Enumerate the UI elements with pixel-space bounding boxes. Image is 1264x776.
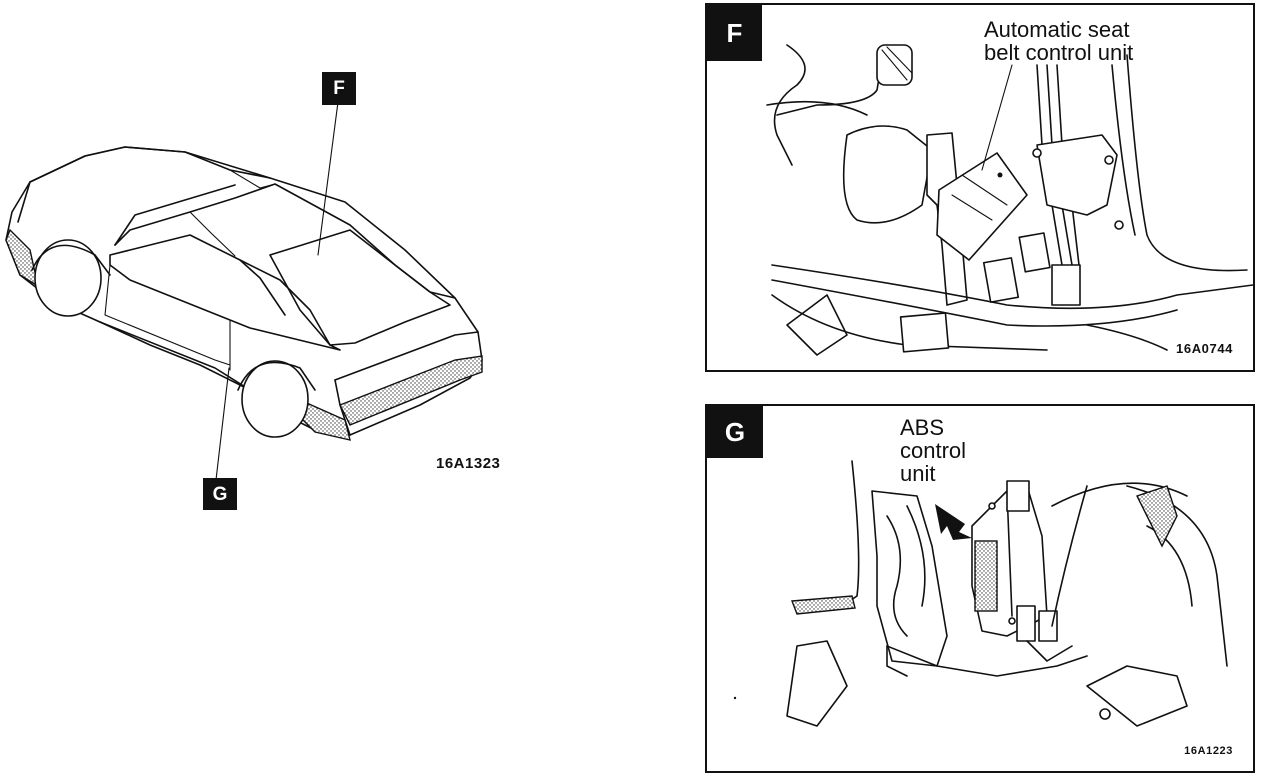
detail-panel-f: F Automatic seat belt control unit 16A07… (705, 3, 1255, 372)
figure-code: 16A1323 (436, 455, 501, 472)
panel-tag-g: G (707, 406, 763, 458)
callout-line: Automatic seat (984, 17, 1130, 42)
seat-belt-unit-label: Automatic seat belt control unit (984, 18, 1133, 64)
callout-tag-g: G (203, 478, 237, 510)
callout-line: unit (900, 461, 936, 486)
callout-leader (981, 64, 1013, 171)
callout-tag-f: F (322, 72, 356, 105)
detail-panel-g: G ABS control unit 16A1223 (705, 404, 1255, 773)
figure-code: 16A1223 (1184, 745, 1233, 757)
seat-belt-unit-drawing (766, 44, 1253, 356)
panel-tag-f: F (707, 5, 762, 61)
callout-line: ABS (900, 415, 945, 440)
abs-unit-label: ABS control unit (900, 416, 966, 485)
callout-line: belt control unit (984, 40, 1134, 65)
car-illustration (5, 101, 483, 481)
callout-line: control (900, 438, 967, 463)
abs-unit-drawing (733, 460, 1228, 727)
figure-code: 16A0744 (1176, 341, 1233, 356)
